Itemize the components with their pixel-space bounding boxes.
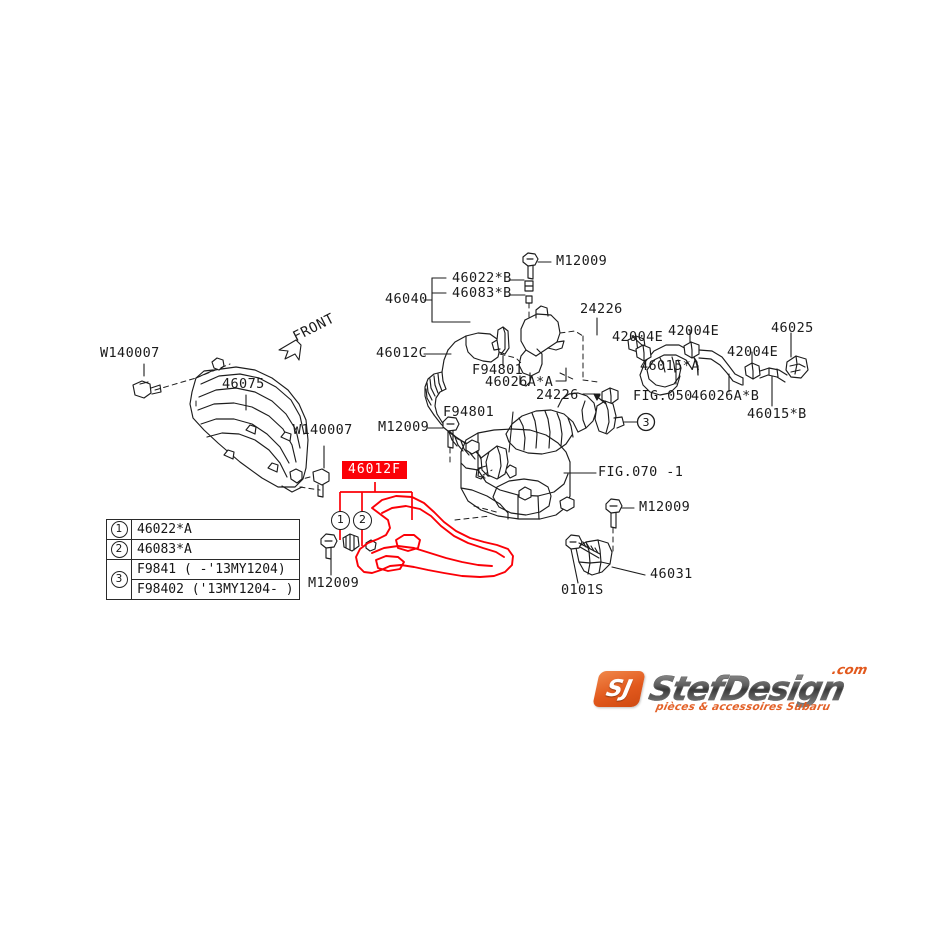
label-46083b: 46083*B: [452, 285, 512, 301]
legend-part-3a: F9841 ( -'13MY1204): [131, 559, 300, 580]
legend-part-3b: F98402 ('13MY1204- ): [131, 579, 300, 600]
part-46025-fitting: [785, 355, 809, 379]
part-fig070-air-cleaner-box: [460, 428, 575, 520]
part-46026ab-hose: [698, 349, 744, 386]
legend-circle-2: 2: [110, 541, 128, 558]
watermark-tld: .com: [830, 663, 869, 678]
front-direction-marker: FRONT: [272, 310, 352, 362]
part-0101s-bolt: [565, 534, 601, 559]
part-w140007-clip-left: [132, 380, 162, 399]
label-fig070: FIG.070 -1: [598, 464, 684, 480]
label-46040: 46040: [385, 291, 428, 307]
label-42004e-2: 42004E: [668, 323, 720, 339]
part-46075-air-guide: [189, 357, 309, 493]
label-24226-upper: 24226: [580, 301, 623, 317]
label-46031: 46031: [650, 566, 693, 582]
legend-row-3b: F98402 ('13MY1204- ): [107, 579, 300, 600]
callout-1: 1: [331, 511, 350, 530]
callout-2: 2: [353, 511, 372, 530]
label-46012c: 46012C: [376, 345, 428, 361]
part-w140007-clip-right: [312, 468, 330, 498]
part-46031-bracket: [575, 539, 613, 576]
label-46075: 46075: [222, 376, 265, 392]
label-24226-lower: 24226: [536, 387, 579, 403]
legend-table: 1 46022*A 2 46083*A 3 F9841 ( -'13MY1204…: [106, 519, 300, 600]
legend-row-1: 1 46022*A: [106, 519, 300, 540]
part-m12009-bolt-left: [442, 416, 460, 449]
callout-3-fig050: 3: [643, 416, 650, 429]
highlighted-part-label[interactable]: 46012F: [342, 461, 407, 479]
part-46022a-grommet: [342, 533, 360, 552]
label-f94801-lower: F94801: [443, 404, 495, 420]
highlight-leader-lines: [339, 482, 413, 546]
label-42004e-3: 42004E: [727, 344, 779, 360]
part-air-cleaner-inlet: [505, 392, 597, 455]
legend-part-2: 46083*A: [131, 539, 300, 560]
legend-row-2: 2 46083*A: [106, 539, 300, 560]
legend-num-2: 2: [106, 539, 132, 560]
legend-num-3: 3: [106, 559, 132, 600]
front-arrow-icon: [278, 339, 302, 361]
watermark-badge-icon: SJ: [592, 671, 646, 707]
front-label: FRONT: [290, 310, 338, 346]
label-46022b: 46022*B: [452, 270, 512, 286]
part-m12009-bolt-lower: [320, 533, 338, 560]
part-f94801-clamp-upper: [491, 326, 510, 355]
watermark-tagline: pièces & accessoires Subaru: [654, 701, 832, 713]
part-46012f-air-intake-duct-highlight: [355, 495, 514, 578]
label-m12009-top: M12009: [556, 253, 608, 269]
legend-circle-3: 3: [110, 571, 128, 588]
label-46015b: 46015*B: [747, 406, 807, 422]
part-42004e-clamp-2: [683, 341, 700, 359]
label-w140007-right: W140007: [293, 422, 353, 438]
label-m12009-right: M12009: [639, 499, 691, 515]
label-0101s: 0101S: [561, 582, 604, 598]
legend-part-1: 46022*A: [131, 519, 300, 540]
legend-circle-1: 1: [110, 521, 128, 538]
part-46022b-46083b-fittings: [522, 252, 539, 304]
part-m12009-bolt-right: [605, 498, 623, 529]
label-46015a: 46015*A: [640, 358, 700, 374]
label-m12009-left: M12009: [378, 419, 430, 435]
watermark-logo: SJ StefDesign .com pièces & accessoires …: [592, 663, 869, 721]
label-fig050: FIG.050: [633, 388, 693, 404]
label-46026aa: 46026A*A: [485, 374, 554, 390]
part-42004e-clamp-1: [635, 344, 652, 362]
label-w140007-left: W140007: [100, 345, 160, 361]
legend-num-1: 1: [106, 519, 132, 540]
part-fig050-clamp: [594, 400, 625, 435]
label-46025: 46025: [771, 320, 814, 336]
part-46026aa-resonator: [518, 305, 565, 387]
legend-row-3a: 3 F9841 ( -'13MY1204): [106, 559, 300, 600]
label-46026ab: 46026A*B: [691, 388, 760, 404]
watermark-badge-text: SJ: [603, 676, 635, 702]
label-42004e-1: 42004E: [612, 329, 664, 345]
label-f94801-upper: F94801: [472, 362, 524, 378]
leader-lines: [143, 261, 792, 584]
label-m12009-lower: M12009: [308, 575, 360, 591]
